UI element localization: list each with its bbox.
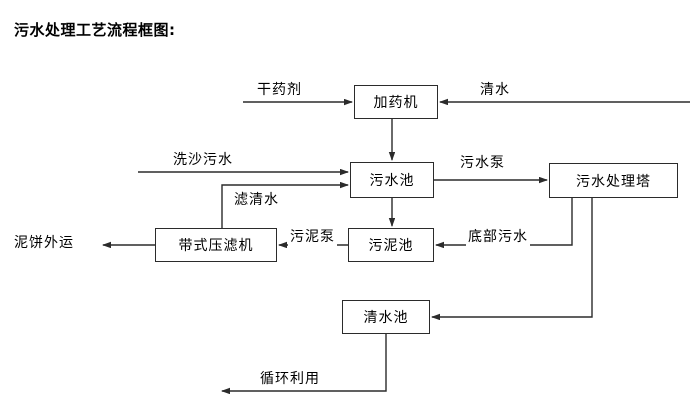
node-label: 污水处理塔 [576, 173, 651, 190]
label-dry-reagent: 干药剂 [255, 79, 304, 99]
label-sand-wash-sewage: 洗沙污水 [171, 149, 235, 169]
node-belt-filter-press[interactable]: 带式压滤机 [155, 228, 277, 262]
label-recycle-reuse: 循环利用 [258, 368, 322, 388]
node-label: 污水池 [369, 173, 415, 189]
node-wastewater-pool[interactable]: 污水池 [350, 162, 434, 198]
node-label: 加药机 [373, 95, 419, 111]
label-mud-cake-out: 泥饼外运 [14, 235, 74, 251]
node-label: 带式压滤机 [178, 238, 254, 254]
node-label: 清水池 [363, 310, 409, 326]
label-bottom-sewage: 底部污水 [466, 226, 530, 246]
edge-clearwater-to-recycle [221, 334, 387, 395]
label-sludge-pump: 污泥泵 [288, 226, 337, 246]
node-label: 污泥池 [368, 238, 414, 254]
node-sludge-pool[interactable]: 污泥池 [348, 228, 434, 262]
node-treatment-tower[interactable]: 污水处理塔 [549, 163, 678, 198]
edge-filterpress-to-wastewater [221, 181, 349, 228]
label-filtered-clear-water: 滤清水 [232, 189, 281, 209]
page-title: 污水处理工艺流程框图: [14, 21, 176, 39]
node-dosing-machine[interactable]: 加药机 [354, 85, 438, 119]
edge-tower-to-clearwater [431, 198, 593, 321]
label-clean-water-in: 清水 [478, 79, 512, 99]
node-clear-water-pool[interactable]: 清水池 [342, 300, 430, 334]
label-sewage-pump: 污水泵 [458, 152, 507, 172]
